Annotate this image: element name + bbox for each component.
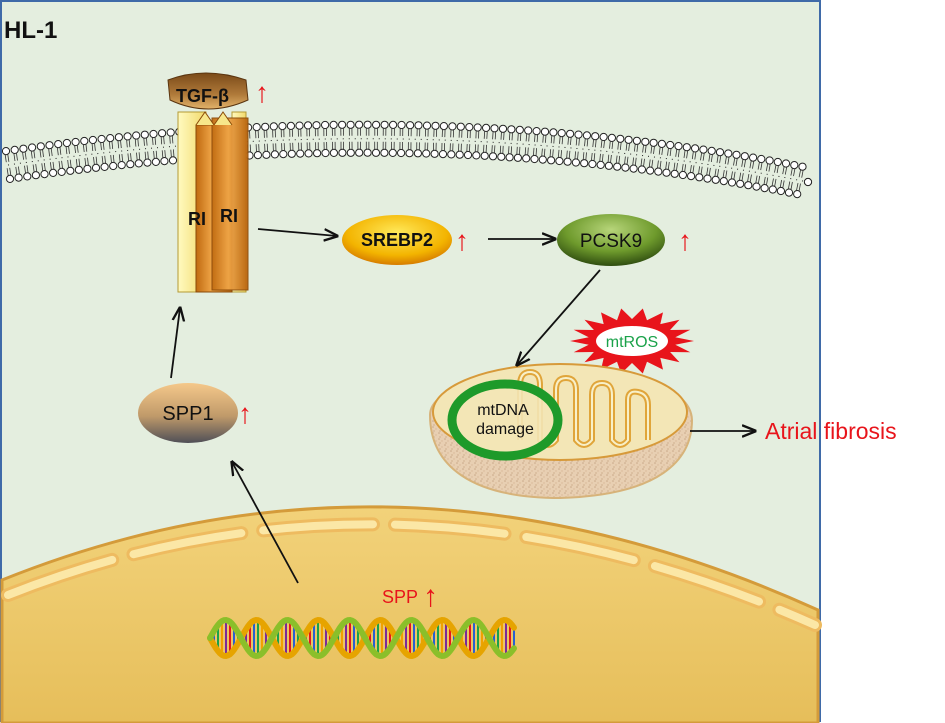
outcome-label: Atrial fibrosis bbox=[765, 418, 897, 444]
tgf-beta-ligand bbox=[167, 72, 249, 110]
dna-helix bbox=[207, 616, 517, 660]
spp1-node bbox=[138, 383, 238, 443]
arrow-pcsk9-to-mito bbox=[517, 269, 601, 365]
gene-label: SPP bbox=[382, 587, 418, 607]
receptor-subunit-left: RI bbox=[188, 209, 206, 229]
tgf-beta-up-arrow: ↑ bbox=[255, 77, 269, 108]
tgf-beta-receptor: RI RI TGF-β ↑ bbox=[167, 72, 269, 293]
pcsk9-node bbox=[557, 214, 665, 266]
gene-up-arrow: ↑ bbox=[423, 580, 438, 613]
mtdna-ring bbox=[447, 379, 563, 461]
mtdna-label-line1: mtDNA bbox=[477, 402, 529, 419]
mtros-label: mtROS bbox=[606, 334, 658, 351]
srebp2-node bbox=[342, 215, 452, 265]
pcsk9-label: PCSK9 bbox=[580, 231, 642, 252]
pathway-arrows bbox=[170, 229, 755, 584]
srebp2-label: SREBP2 bbox=[361, 230, 433, 250]
spp1-up-arrow: ↑ bbox=[238, 398, 252, 429]
cell-label: HL-1 bbox=[4, 17, 57, 44]
arrow-gene-to-spp1 bbox=[232, 462, 299, 584]
arrow-spp1-to-receptor bbox=[170, 308, 180, 379]
pcsk9-up-arrow: ↑ bbox=[678, 225, 692, 256]
receptor-subunit-right: RI bbox=[220, 206, 238, 226]
mitochondrion: mtDNA damage bbox=[428, 363, 694, 500]
mtdna-label-line2: damage bbox=[476, 421, 534, 438]
tgf-beta-label: TGF-β bbox=[176, 86, 229, 106]
arrow-receptor-to-srebp2 bbox=[257, 229, 337, 236]
srebp2-up-arrow: ↑ bbox=[455, 225, 469, 256]
nucleus bbox=[0, 505, 822, 723]
spp1-label: SPP1 bbox=[162, 403, 213, 425]
